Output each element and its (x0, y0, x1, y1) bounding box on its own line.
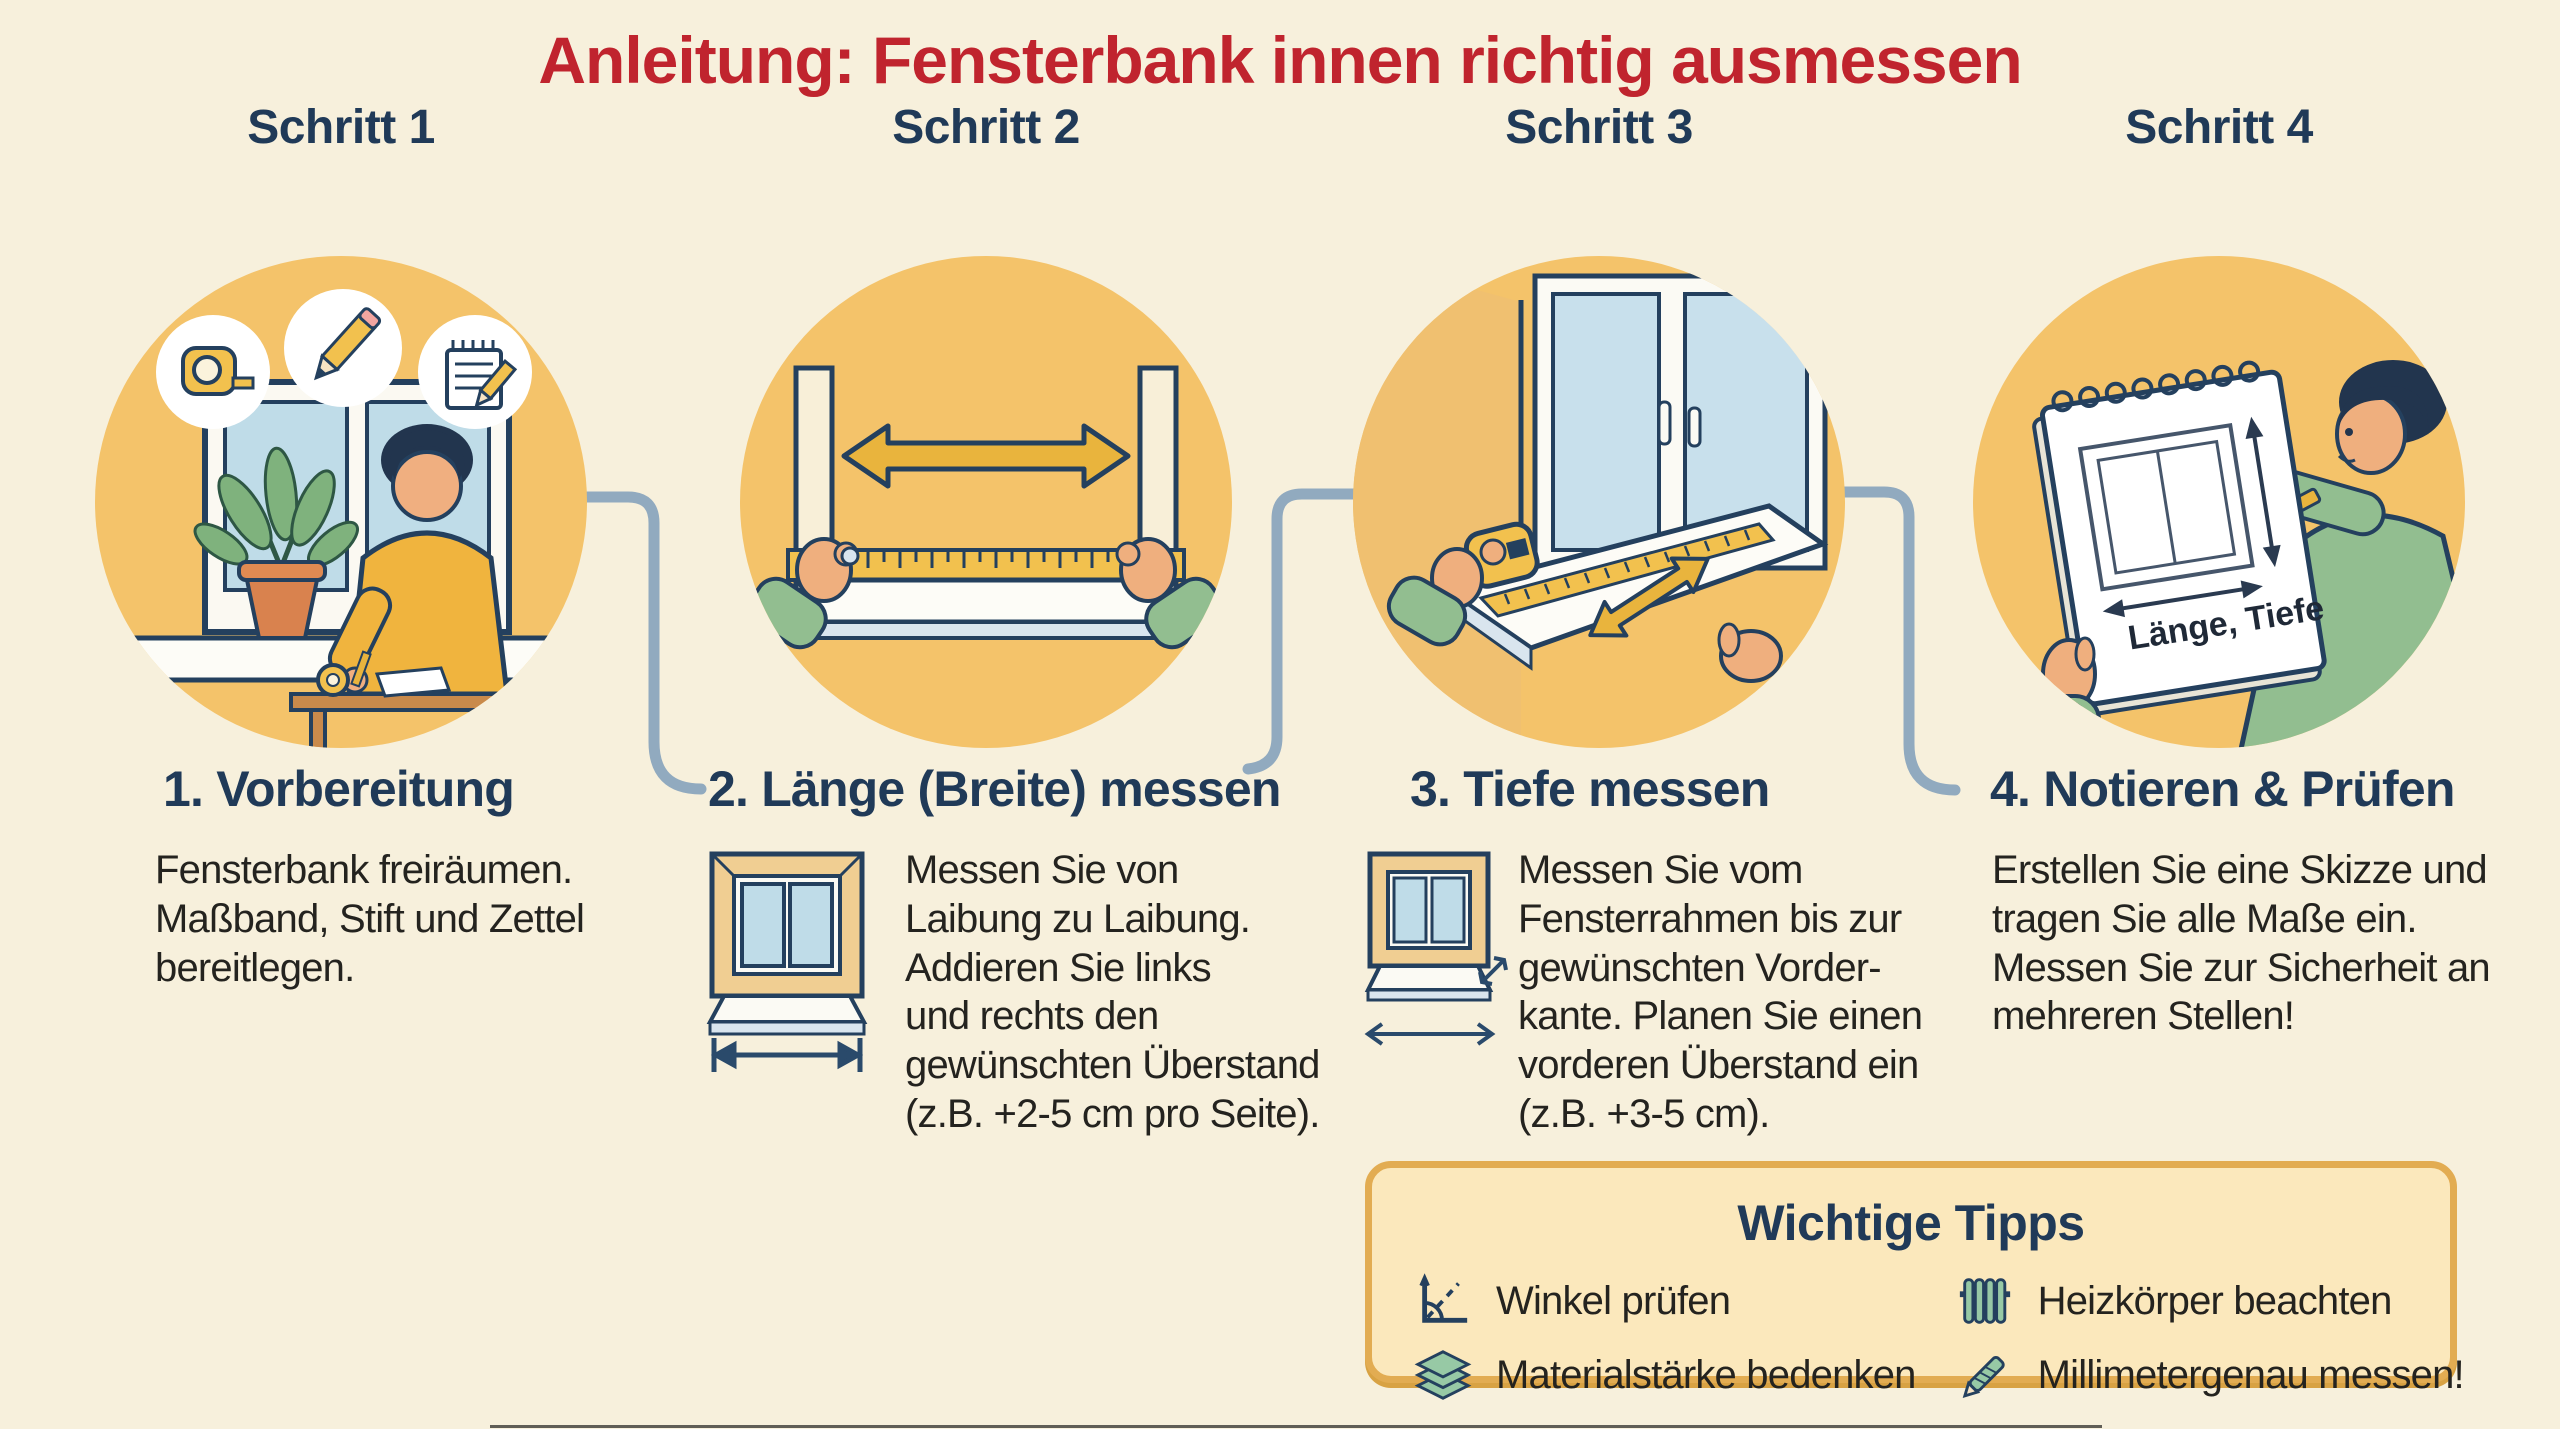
width-arrow (2102, 580, 2263, 618)
step4-header: Schritt 4 (2125, 101, 2313, 154)
depth-arrow (1588, 556, 1710, 638)
page-title: Anleitung: Fensterbank innen richtig aus… (538, 23, 2022, 97)
tips-box: Wichtige Tipps Winkel prüfen (1365, 1161, 2465, 1400)
supply-bubbles (156, 289, 532, 429)
notepad: Länge, Tiefe (2032, 360, 2327, 718)
step2-title: 2. Länge (Breite) messen (708, 761, 1281, 817)
tip-materialstaerke: Materialstärke bedenken (1414, 1346, 1916, 1404)
tip-label: Millimetergenau messen! (2037, 1352, 2465, 1397)
step3-illustration (1353, 256, 1845, 748)
width-arrow (841, 423, 1131, 489)
step4-title: 4. Notieren & Prüfen (1990, 761, 2455, 817)
tape-measure-icon (181, 346, 255, 396)
tips-grid: Winkel prüfen Heizkörper beachten (1372, 1252, 2465, 1404)
material-layers-icon (1414, 1350, 1472, 1400)
step3-description: Messen Sie vom Fensterrahmen bis zur gew… (1518, 848, 1923, 1136)
tip-millimetergenau: Millimetergenau messen! (1956, 1346, 2465, 1404)
tip-label: Heizkörper beachten (2037, 1278, 2393, 1323)
bottom-edge-line (490, 1425, 2102, 1428)
step3-title: 3. Tiefe messen (1410, 761, 1770, 817)
window-depth-icon (1364, 851, 1508, 1046)
tip-winkel: Winkel prüfen (1414, 1272, 1916, 1330)
tape-measure-body (1386, 521, 1540, 647)
step2-description: Messen Sie von Laibung zu Laibung. Addie… (905, 848, 1320, 1136)
tip-heizkoerper: Heizkörper beachten (1956, 1272, 2464, 1330)
step1-illustration (95, 256, 587, 748)
step2-header: Schritt 2 (892, 101, 1080, 154)
step1-title: 1. Vorbereitung (163, 761, 515, 817)
tip-label: Materialstärke bedenken (1496, 1352, 1916, 1397)
step1-header: Schritt 1 (247, 101, 435, 154)
radiator-icon (1959, 1278, 2010, 1324)
tape-strip (1478, 522, 1776, 618)
pencil-icon (313, 307, 382, 381)
width-dimension-arrow (710, 1038, 864, 1072)
step2-illustration (740, 256, 1232, 748)
precision-pencil-icon (1962, 1356, 2005, 1399)
step4-illustration: Länge, Tiefe (1973, 256, 2465, 748)
plant (193, 446, 359, 640)
step4-description: Erstellen Sie eine Skizze und tragen Sie… (1992, 848, 2491, 1039)
width-dimension-arrow (1364, 1022, 1496, 1046)
height-arrow (2245, 416, 2281, 568)
step3-header: Schritt 3 (1505, 101, 1693, 154)
tips-title: Wichtige Tipps (1737, 1195, 2085, 1251)
connector-step1-step2 (572, 491, 707, 795)
depth-dimension-arrow (1478, 956, 1508, 986)
angle-check-icon (1419, 1273, 1468, 1323)
connector-step3-step4 (1834, 486, 1961, 796)
notepad-icon (445, 340, 518, 410)
window-width-icon (706, 851, 868, 1072)
step1-description: Fensterbank freiräumen. Maßband, Stift u… (155, 848, 585, 990)
connector-step2-step3 (1242, 488, 1366, 775)
tip-label: Winkel prüfen (1496, 1278, 1731, 1323)
